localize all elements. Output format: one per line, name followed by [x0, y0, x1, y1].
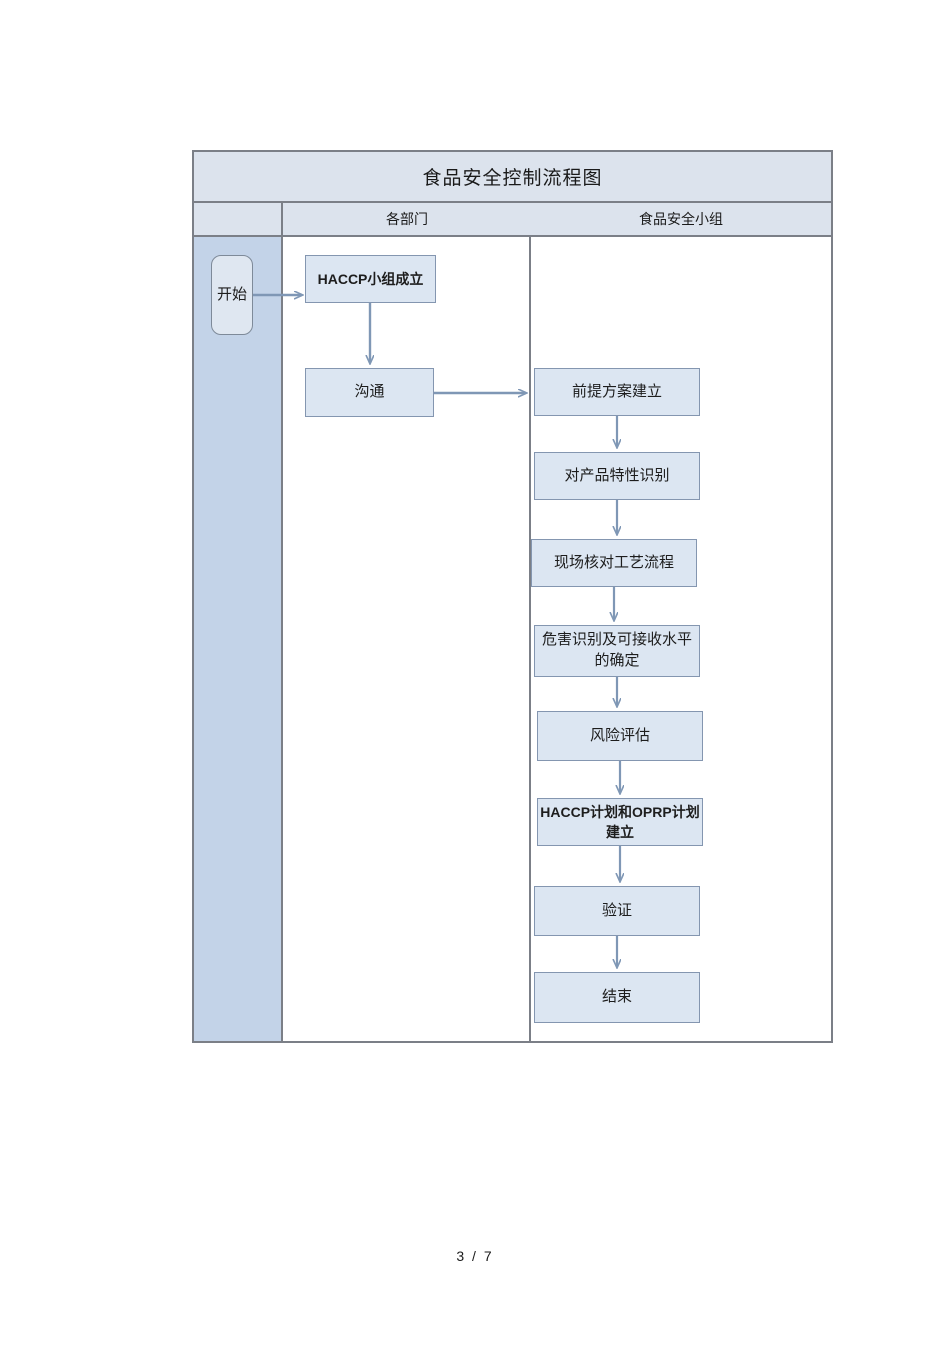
node-end[interactable]: 结束: [534, 972, 700, 1023]
node-risk-assessment[interactable]: 风险评估: [537, 711, 703, 761]
flowchart-table: 食品安全控制流程图 各部门 食品安全小组 开始 HACCP小组成立 沟通 前提方…: [192, 150, 833, 1043]
flowchart-title-row: 食品安全控制流程图: [194, 152, 831, 203]
page-title: 食品安全控制流程图: [422, 168, 603, 189]
column-header-food-safety-team: 食品安全小组: [639, 213, 723, 228]
node-product-characteristics[interactable]: 对产品特性识别: [534, 452, 700, 500]
node-prerequisite-programs[interactable]: 前提方案建立: [534, 368, 700, 416]
swimlane-band-start: 开始: [194, 237, 283, 1041]
node-verification[interactable]: 验证: [534, 886, 700, 936]
flowchart-body: 开始 HACCP小组成立 沟通 前提方案建立 对产品特性识别 现场核对工艺流程 …: [194, 237, 831, 1041]
node-communication[interactable]: 沟通: [305, 368, 434, 417]
column-header-row: 各部门 食品安全小组: [194, 203, 831, 237]
node-haccp-oprp-plan[interactable]: HACCP计划和OPRP计划建立: [537, 798, 703, 846]
page-number: 3 / 7: [456, 1248, 494, 1264]
column-header-departments: 各部门: [386, 213, 428, 228]
column-header-swimlane-corner: [194, 203, 283, 235]
swimlane-food-safety-team: 前提方案建立 对产品特性识别 现场核对工艺流程 危害识别及可接收水平的确定 风险…: [531, 237, 831, 1041]
node-verify-process-flow[interactable]: 现场核对工艺流程: [531, 539, 697, 587]
swimlane-departments: HACCP小组成立 沟通: [283, 237, 531, 1041]
node-start[interactable]: 开始: [211, 255, 253, 335]
node-haccp-team-formed[interactable]: HACCP小组成立: [305, 255, 436, 303]
node-hazard-identification[interactable]: 危害识别及可接收水平的确定: [534, 625, 700, 677]
